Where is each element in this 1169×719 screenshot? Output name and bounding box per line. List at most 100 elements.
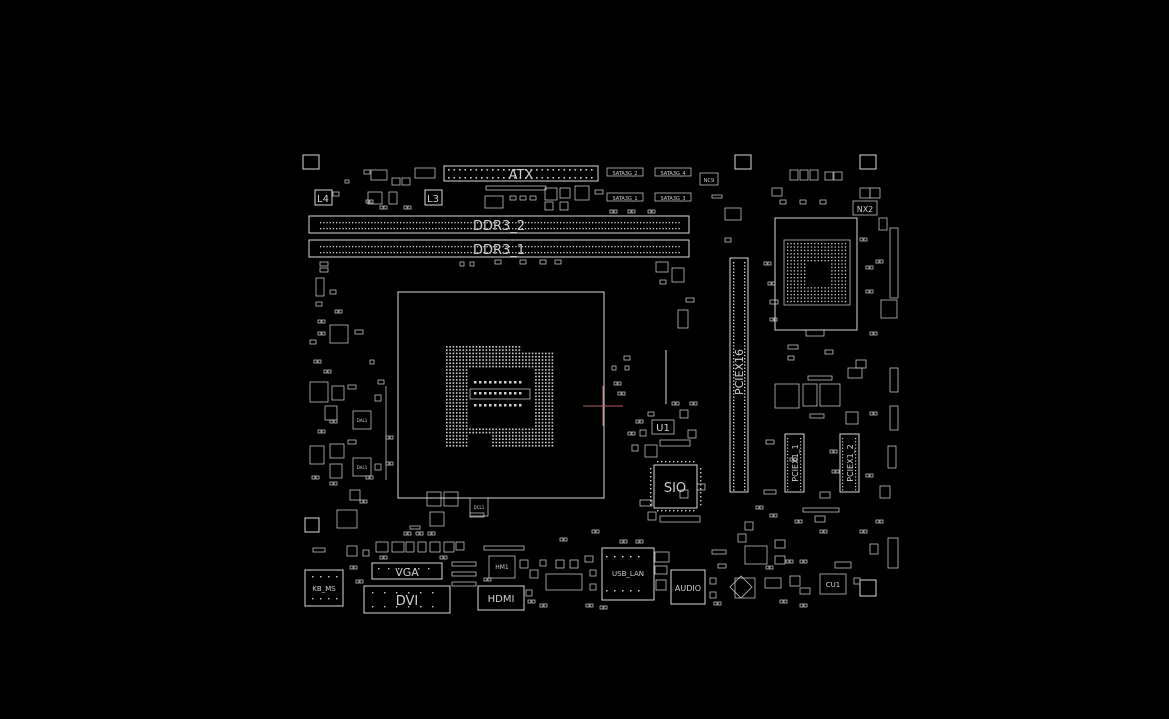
io-pin bbox=[408, 606, 410, 608]
nx2-part[interactable]: NX2 bbox=[852, 200, 878, 216]
pcie-pin bbox=[733, 457, 735, 459]
bga-ball bbox=[821, 290, 823, 292]
lga-pad bbox=[551, 359, 554, 361]
ddr-pin bbox=[678, 252, 680, 254]
pcie-pin bbox=[842, 441, 844, 443]
pcie-pin bbox=[744, 326, 746, 328]
ddr-pin bbox=[368, 252, 370, 254]
vga-connector[interactable]: VGA bbox=[371, 562, 443, 580]
lga-pad bbox=[495, 435, 498, 437]
sata-connector-1[interactable]: SATA3G_1 bbox=[606, 192, 644, 202]
usb-lan-connector[interactable]: USB_LAN bbox=[601, 547, 655, 601]
lga-pad bbox=[505, 435, 507, 437]
lga-pad bbox=[538, 418, 540, 421]
nc9-part[interactable]: NC9 bbox=[699, 172, 719, 186]
kb-ms-connector[interactable]: KB_MS bbox=[304, 569, 344, 607]
u1-chip[interactable]: U1 bbox=[651, 419, 675, 435]
atx-connector[interactable]: ATX bbox=[443, 165, 599, 183]
lga-pad bbox=[459, 362, 461, 365]
cu1-label: CU1 bbox=[826, 581, 840, 589]
lga-pad bbox=[505, 352, 507, 355]
capacitor-pad bbox=[359, 499, 364, 504]
smd-component bbox=[631, 444, 639, 452]
lga-pad bbox=[545, 441, 547, 444]
usb-lan-label: USB_LAN bbox=[612, 570, 644, 578]
sio-chip[interactable]: SIO bbox=[653, 464, 698, 509]
bga-ball bbox=[844, 300, 847, 303]
lga-pad bbox=[489, 392, 492, 395]
sata-connector-2[interactable]: SATA3G_2 bbox=[606, 167, 644, 177]
ddr-pin bbox=[665, 222, 667, 224]
sata-connector-4[interactable]: SATA3G_4 bbox=[654, 167, 692, 177]
bga-ball bbox=[804, 260, 806, 262]
audio-connector[interactable]: AUDIO bbox=[670, 569, 706, 605]
dcl1-part[interactable]: DCL1 bbox=[469, 497, 489, 517]
pcie-pin bbox=[744, 361, 746, 363]
capacitor-pad bbox=[385, 461, 390, 466]
lga-pad bbox=[551, 405, 554, 407]
smd-component bbox=[805, 329, 825, 337]
ddr3-slot-2[interactable]: DDR3_2 bbox=[308, 215, 690, 234]
capacitor-pad bbox=[693, 401, 698, 406]
lga-pad bbox=[548, 428, 550, 431]
smd-component bbox=[623, 355, 631, 361]
lga-pad bbox=[465, 379, 468, 381]
pcie-pin bbox=[787, 470, 789, 472]
ddr-pin bbox=[675, 252, 677, 254]
pciex16-slot[interactable]: PCIEX16 bbox=[729, 257, 749, 493]
bga-ball bbox=[841, 256, 843, 258]
ddr-pin bbox=[489, 246, 491, 248]
bga-ball bbox=[814, 249, 816, 252]
sio-pin bbox=[650, 500, 652, 502]
bga-ball bbox=[800, 273, 802, 275]
hdmi-connector[interactable]: HDMI bbox=[477, 585, 525, 611]
lga-pad bbox=[446, 425, 448, 427]
inductor-l3[interactable]: L3 bbox=[424, 189, 443, 206]
capacitor-pad bbox=[823, 529, 828, 534]
lga-pad bbox=[455, 428, 458, 431]
pciex1-slot-1[interactable]: PCIEX1_1 bbox=[784, 433, 805, 493]
dal1-part-b[interactable]: DAL1 bbox=[352, 457, 372, 477]
ddr3-slot-1[interactable]: DDR3_1 bbox=[308, 239, 690, 258]
lga-pad bbox=[538, 421, 540, 424]
sata-connector-3[interactable]: SATA3G_3 bbox=[654, 192, 692, 202]
capacitor-pad bbox=[389, 461, 394, 466]
lga-pad bbox=[545, 421, 547, 424]
pcie-pin bbox=[787, 473, 789, 475]
lga-pad bbox=[446, 398, 448, 401]
smd-component bbox=[807, 375, 833, 381]
ddr-pin bbox=[515, 252, 517, 254]
smd-component bbox=[853, 577, 861, 585]
cu1-chip[interactable]: CU1 bbox=[819, 573, 847, 595]
pcie-pin bbox=[733, 386, 735, 389]
capacitor-pad bbox=[591, 529, 596, 534]
pcie-pin bbox=[744, 396, 746, 398]
pcie-pin bbox=[744, 438, 746, 440]
ddr-pin bbox=[588, 222, 591, 224]
bga-ball bbox=[814, 253, 816, 255]
ddr-pin bbox=[425, 228, 427, 230]
ddr-pin bbox=[630, 252, 632, 254]
inductor-l4[interactable]: L4 bbox=[314, 189, 333, 206]
pciex1-slot-2[interactable]: PCIEX1_2 bbox=[839, 433, 860, 493]
lga-pad bbox=[538, 435, 540, 437]
bga-ball bbox=[838, 294, 840, 296]
lga-pad bbox=[485, 362, 488, 365]
capacitor-pad bbox=[443, 555, 448, 560]
chipset-pch[interactable] bbox=[774, 217, 858, 331]
cpu-socket[interactable] bbox=[397, 291, 605, 499]
dal1-part-a[interactable]: DAL1 bbox=[352, 410, 372, 430]
lga-pad bbox=[551, 418, 554, 421]
io-pin bbox=[320, 598, 322, 600]
ddr-pin bbox=[371, 228, 373, 230]
hm1-chip[interactable]: HM1 bbox=[488, 555, 516, 579]
ddr-pin bbox=[480, 246, 482, 248]
dvi-connector[interactable]: DVI bbox=[363, 585, 451, 614]
ddr-pin bbox=[528, 252, 530, 254]
sio-pin bbox=[700, 488, 702, 490]
lga-pad bbox=[535, 418, 537, 421]
lga-pad bbox=[548, 445, 550, 447]
smd-component bbox=[879, 485, 891, 499]
smd-component bbox=[819, 491, 831, 499]
smd-component bbox=[429, 511, 445, 527]
